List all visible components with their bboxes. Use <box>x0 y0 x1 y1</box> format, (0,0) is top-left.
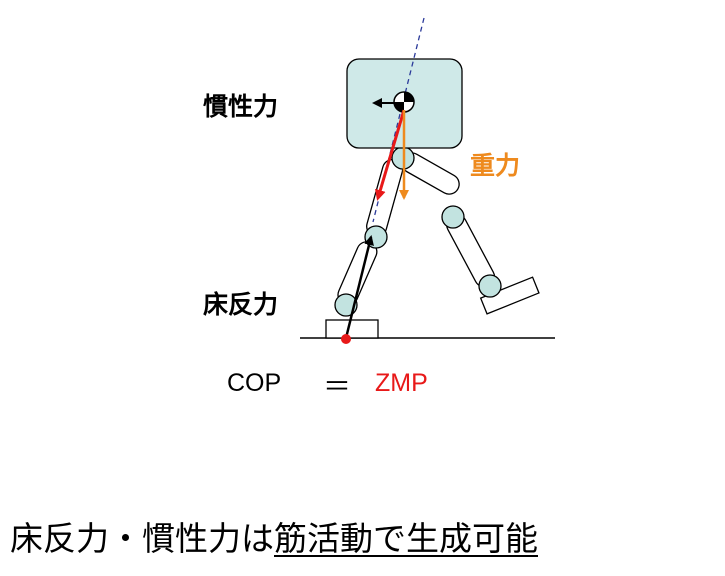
zmp-label: ZMP <box>375 369 428 397</box>
swing-knee-joint <box>441 205 465 229</box>
swing-ankle-joint <box>478 274 502 298</box>
stance-upper-leg <box>366 158 404 238</box>
cop-label: COP <box>227 369 282 397</box>
inertial-force-label: 慣性力 <box>203 92 279 121</box>
caption-underlined: 筋活動で生成可能 <box>274 519 538 558</box>
stance-foot <box>325 319 379 339</box>
gravity-label: 重力 <box>470 151 521 180</box>
floor-reaction-arrow <box>344 235 374 339</box>
caption: 床反力・慣性力は筋活動で生成可能 <box>10 512 538 560</box>
stance-ankle-joint <box>334 293 358 317</box>
caption-plain: 床反力・慣性力は <box>10 519 274 558</box>
zmp-point <box>341 334 351 344</box>
swing-foot <box>479 276 540 315</box>
floor-reaction-label: 床反力 <box>203 290 279 319</box>
total-force-arrow <box>374 109 406 201</box>
equals-sign: ＝ <box>323 371 352 402</box>
